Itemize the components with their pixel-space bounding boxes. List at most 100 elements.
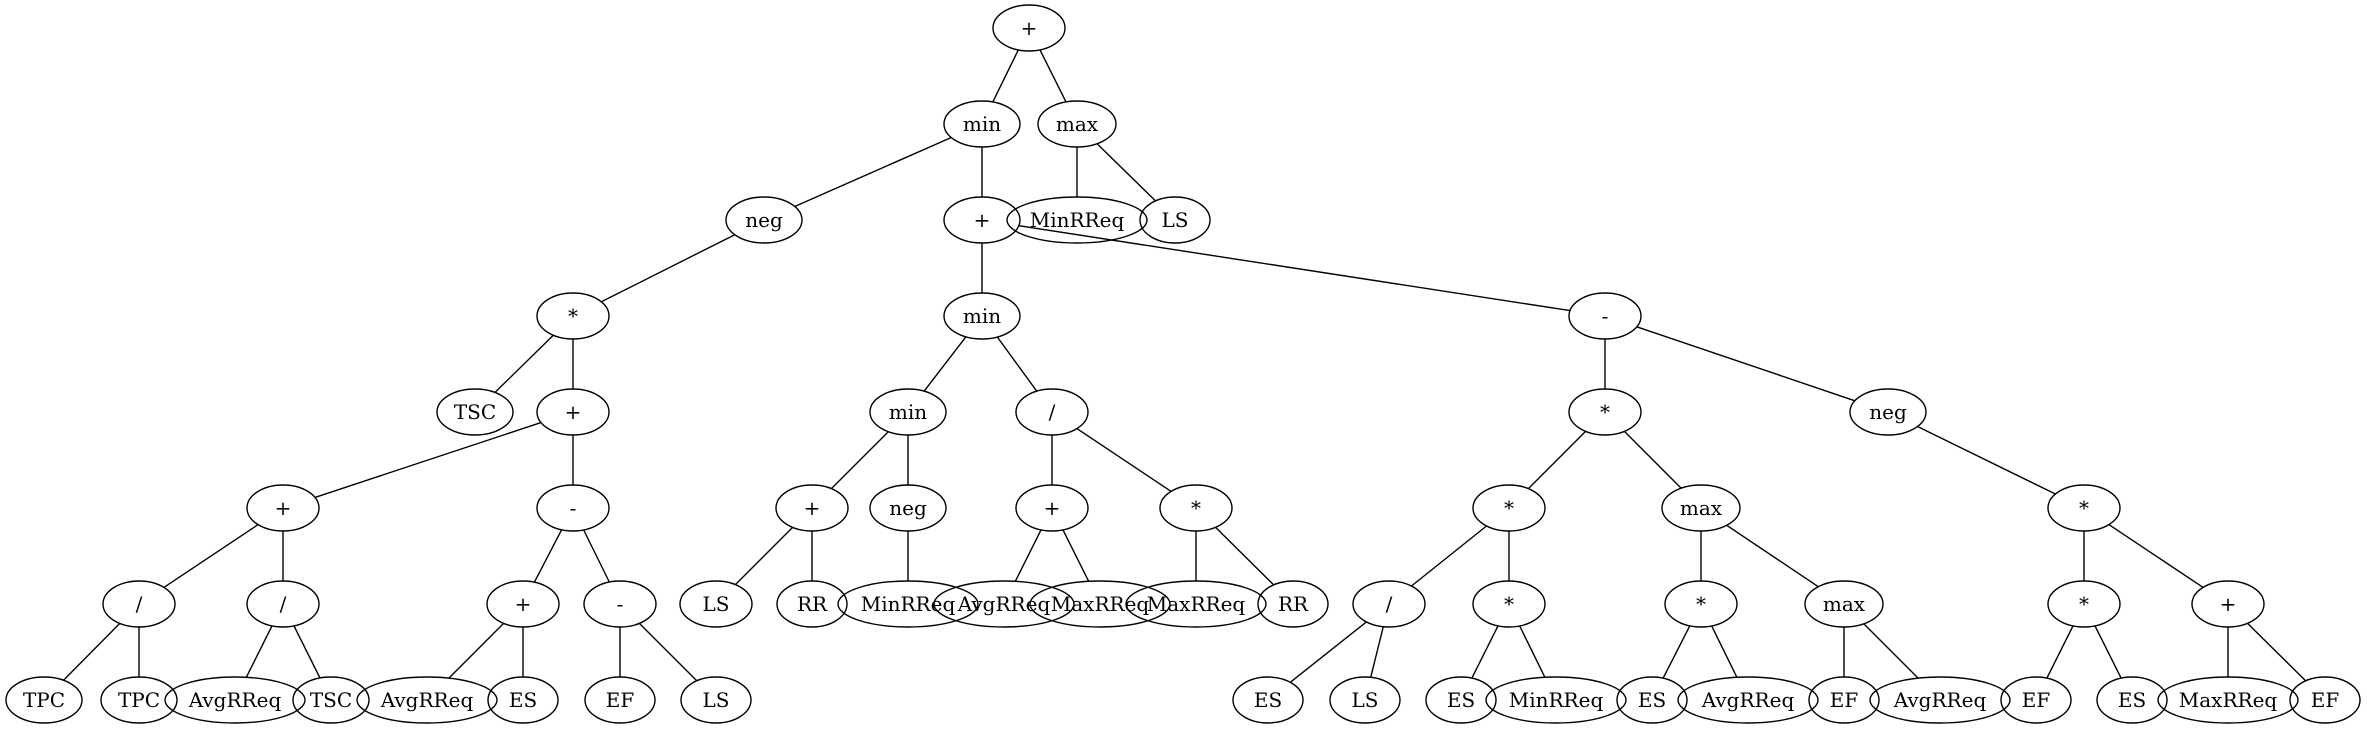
node-label: ES (1447, 688, 1475, 712)
node-ellipse (1568, 292, 1642, 340)
node-label: EF (1830, 688, 1859, 712)
node-ellipse (1029, 580, 1171, 628)
node-label: LS (1162, 208, 1189, 232)
node-label: AvgRReq (188, 688, 282, 712)
tree-edge (494, 334, 554, 393)
node-ellipse (536, 292, 610, 340)
node-label: MaxRReq (1051, 592, 1150, 616)
node-ellipse (1125, 580, 1267, 628)
tree-node: min (943, 100, 1021, 148)
node-label: * (1696, 592, 1706, 616)
tree-node: ES (487, 676, 559, 724)
node-label: max (1823, 592, 1866, 616)
node-label: * (2079, 592, 2089, 616)
tree-node: LS (680, 676, 752, 724)
tree-node: * (1159, 484, 1233, 532)
tree-node: + (2191, 580, 2265, 628)
node-ellipse (2157, 676, 2299, 724)
tree-edge (533, 529, 563, 583)
node-ellipse (1664, 580, 1738, 628)
tree-edge (1411, 525, 1487, 587)
tree-node: RR (1257, 580, 1329, 628)
node-label: - (1602, 304, 1609, 328)
tree-node: + (536, 388, 610, 436)
node-label: min (963, 112, 1001, 136)
node-ellipse (943, 100, 1021, 148)
node-ellipse (775, 484, 849, 532)
tree-edge (448, 622, 505, 679)
node-label: AvgRReq (1701, 688, 1795, 712)
tree-edges (63, 49, 2307, 683)
node-label: - (570, 496, 577, 520)
tree-node: MinRReq (1006, 196, 1148, 244)
tree-node: EF (584, 676, 656, 724)
node-label: * (1191, 496, 1201, 520)
tree-node: ES (1425, 676, 1497, 724)
node-ellipse (1472, 580, 1546, 628)
node-label: min (963, 304, 1001, 328)
node-label: EF (2022, 688, 2051, 712)
node-label: / (136, 592, 143, 616)
node-label: RR (1278, 592, 1309, 616)
tree-edge (1014, 529, 1042, 582)
node-label: TSC (310, 688, 352, 712)
tree-node: * (1472, 484, 1546, 532)
node-ellipse (869, 484, 947, 532)
node-label: ES (2118, 688, 2146, 712)
node-ellipse (1472, 484, 1546, 532)
tree-node: max (1661, 484, 1741, 532)
tree-node: * (1472, 580, 1546, 628)
tree-edge (1062, 529, 1090, 582)
tree-node: / (1352, 580, 1426, 628)
node-ellipse (1232, 676, 1304, 724)
node-label: neg (889, 496, 927, 520)
tree-edge (830, 431, 889, 490)
node-ellipse (679, 580, 753, 628)
node-ellipse (1568, 388, 1642, 436)
tree-edge (794, 136, 952, 208)
tree-edge (1215, 526, 1275, 586)
node-ellipse (2000, 676, 2072, 724)
node-ellipse (1015, 388, 1089, 436)
node-ellipse (1677, 676, 1819, 724)
node-label: + (2220, 592, 2237, 616)
node-ellipse (837, 580, 979, 628)
tree-node: ES (1232, 676, 1304, 724)
node-ellipse (680, 676, 752, 724)
node-ellipse (869, 388, 947, 436)
node-label: ES (1638, 688, 1666, 712)
node-label: LS (703, 592, 730, 616)
node-ellipse (1352, 580, 1426, 628)
tree-node: RR (776, 580, 848, 628)
tree-node: LS (679, 580, 753, 628)
tree-node: MinRReq (837, 580, 979, 628)
node-ellipse (436, 388, 514, 436)
node-label: ES (1254, 688, 1282, 712)
tree-node: - (583, 580, 657, 628)
tree-edge (734, 526, 794, 586)
tree-edge (2247, 622, 2307, 682)
tree-node: EF (2000, 676, 2072, 724)
tree-node: + (992, 4, 1066, 52)
node-label: TSC (454, 400, 496, 424)
node-label: + (974, 208, 991, 232)
node-label: + (275, 496, 292, 520)
tree-node: + (486, 580, 560, 628)
tree-node: * (1568, 388, 1642, 436)
node-label: EF (2311, 688, 2340, 712)
tree-node: * (536, 292, 610, 340)
tree-node: * (2047, 580, 2121, 628)
node-label: AvgRReq (380, 688, 474, 712)
tree-node: - (1568, 292, 1642, 340)
tree-edge (638, 622, 698, 682)
node-ellipse (2047, 484, 2121, 532)
node-label: / (1386, 592, 1393, 616)
node-label: MaxRReq (1147, 592, 1246, 616)
node-label: EF (606, 688, 635, 712)
tree-edge (63, 622, 121, 681)
node-ellipse (246, 484, 320, 532)
node-ellipse (1485, 676, 1627, 724)
node-label: * (1600, 400, 1610, 424)
tree-edge (1471, 625, 1499, 679)
tree-edge (996, 336, 1038, 392)
